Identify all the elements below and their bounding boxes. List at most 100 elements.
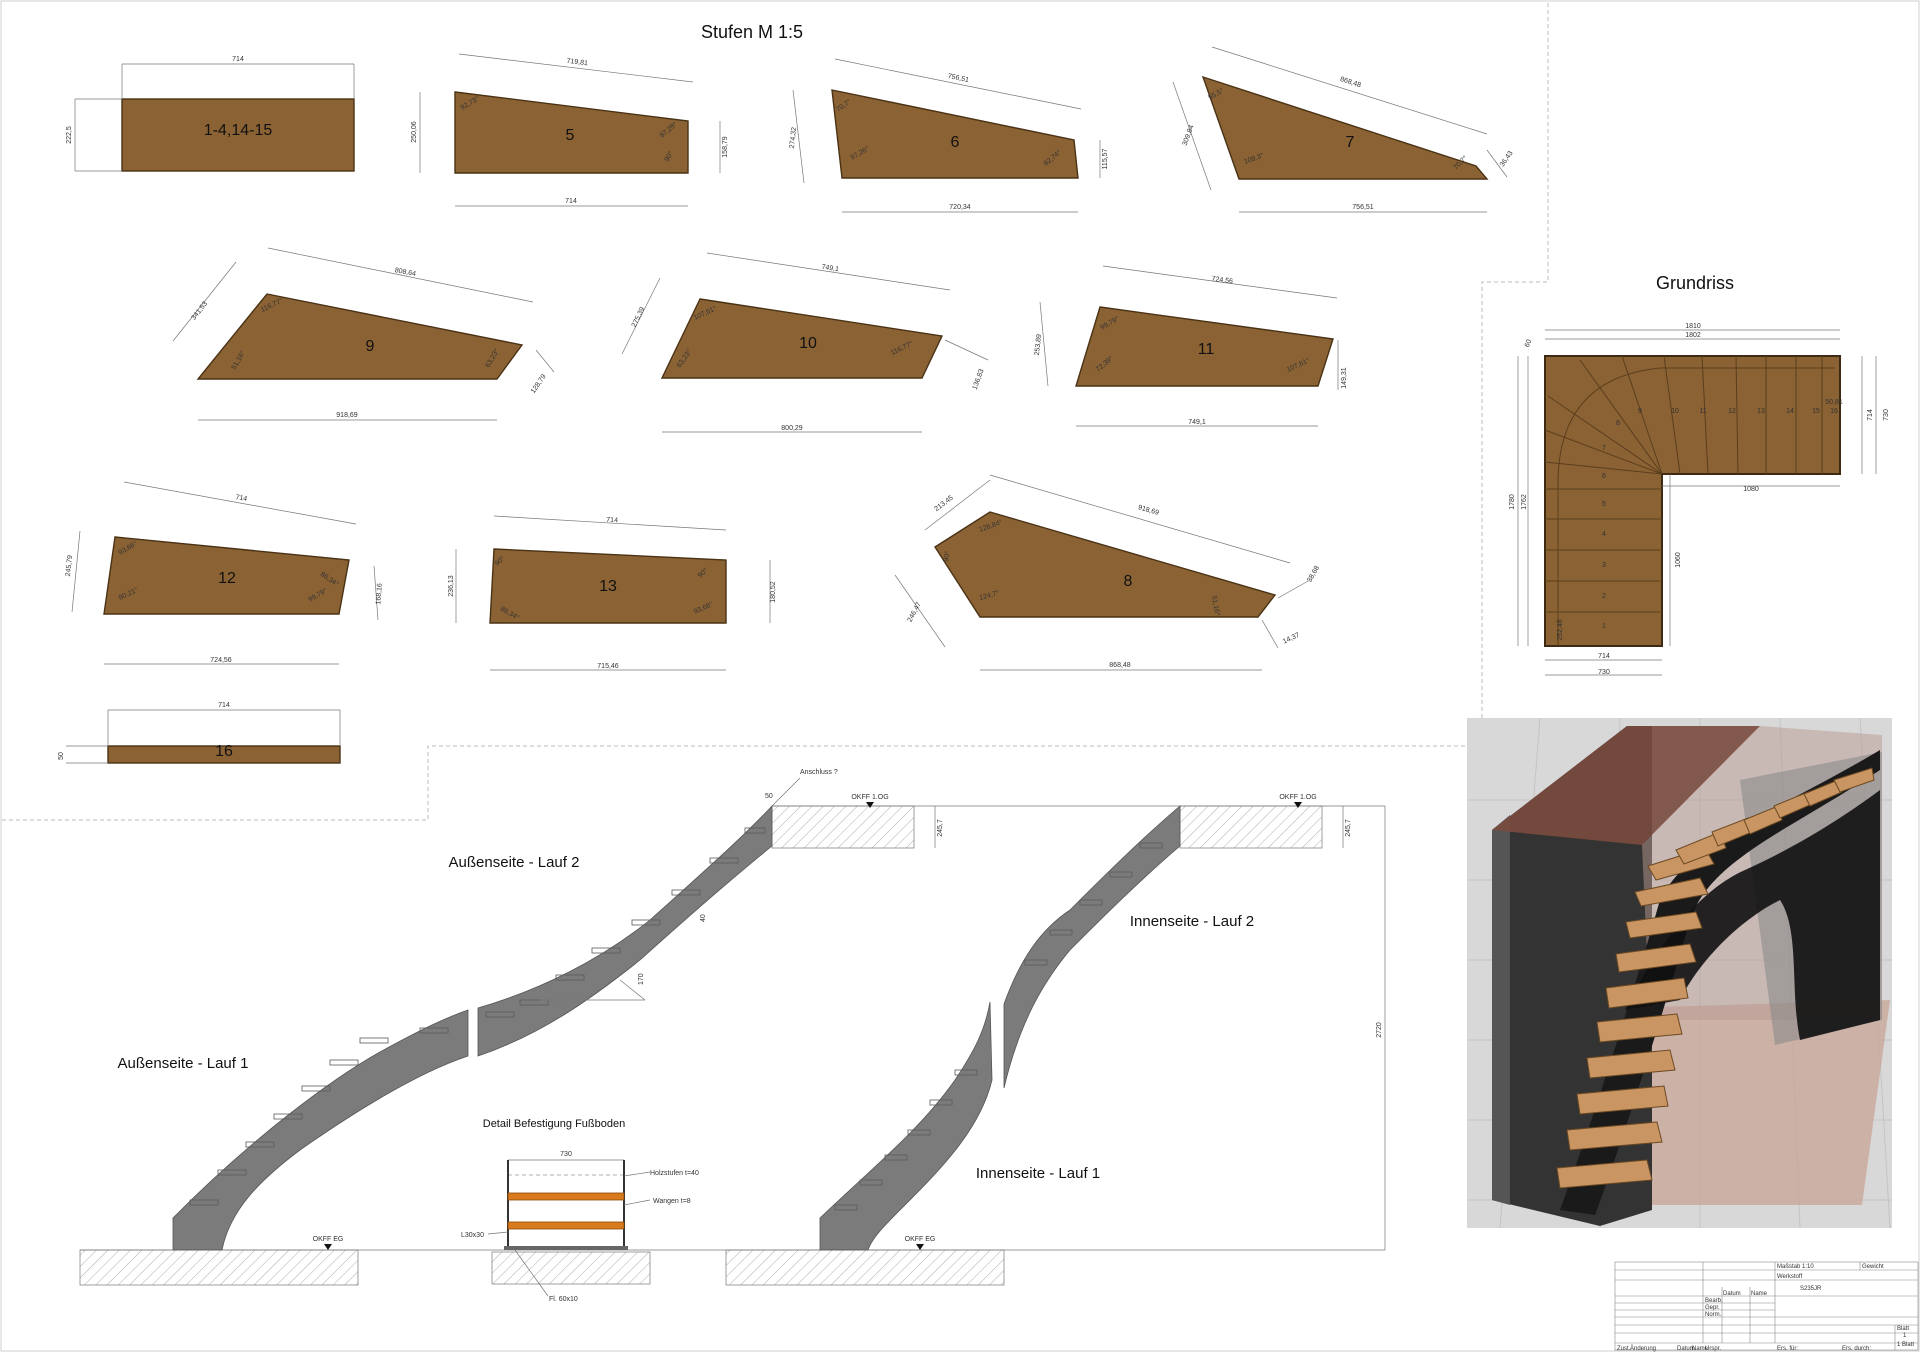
dim-top: 918,69 [1137, 504, 1160, 517]
tb-scale: Maßstab 1:10 [1777, 1264, 1814, 1270]
dim-right: 115,57 [1102, 148, 1109, 169]
dim-left: 222,5 [66, 126, 73, 144]
okff-eg: OKFF EG [313, 1236, 344, 1243]
step-label: 8 [1124, 573, 1133, 590]
floor-hatch [1179, 805, 1323, 849]
step-label: 12 [218, 570, 236, 587]
tb-sheets: 1 Blatt [1897, 1342, 1914, 1348]
plan-number: 3 [1602, 562, 1606, 569]
dim-50: 50 [765, 793, 773, 800]
detail-fixing: Detail Befestigung Fußboden 730 Holzstuf… [461, 1118, 699, 1303]
dim-right: 180,52 [770, 581, 777, 603]
dim-top-left: 213,45 [933, 495, 954, 514]
plan-title: Grundriss [1656, 273, 1734, 293]
step-13: 13 714 236,13 715,46 180,52 90° 86,34° 9… [448, 515, 777, 671]
step-label: 6 [951, 134, 960, 151]
step-label: 5 [566, 127, 575, 144]
dim-bottom: 720,34 [949, 204, 971, 211]
steps-title: Stufen M 1:5 [701, 22, 803, 42]
tb-footer: Datum [1677, 1346, 1695, 1352]
dim-left: 250,06 [411, 121, 418, 143]
dim-right: 38,68 [1306, 565, 1321, 584]
step-7: 7 868,48 309,84 756,51 36,43 55,5° 109,3… [1172, 46, 1515, 213]
step-label: 1-4,14-15 [204, 122, 273, 139]
dim-bottom: 800,29 [781, 425, 803, 432]
plan-dim: 1802 [1685, 332, 1701, 339]
dim-40: 40 [700, 914, 707, 922]
tb-material: S235JR [1800, 1286, 1822, 1292]
dim-right: 158,79 [722, 136, 729, 158]
step-5: 5 719,81 250,06 714 158,79 92,73° 87,28°… [411, 53, 729, 207]
dim-right: 168,16 [375, 583, 383, 605]
dim-bottom: 918,69 [336, 412, 358, 419]
plan-number: 4 [1602, 531, 1606, 538]
floor-hatch [725, 1249, 1005, 1286]
dim-top: 749,1 [821, 264, 839, 274]
stringer-outer-run-2 [477, 804, 773, 1057]
title-block: Maßstab 1:10 Gewicht Werkstoff S235JR Da… [1614, 1261, 1919, 1352]
dim-2457: 245,7 [937, 819, 944, 837]
tb-footer: Urspr. [1705, 1346, 1721, 1352]
tb-material-label: Werkstoff [1777, 1274, 1802, 1280]
detail-width: 730 [560, 1151, 572, 1158]
dim-bottom: 756,51 [1352, 204, 1374, 211]
plan-number: 11 [1699, 408, 1706, 415]
floor-hatch [79, 1249, 359, 1286]
dim-bottom: 714 [565, 198, 577, 205]
dim-left: 309,84 [1182, 124, 1196, 147]
dim-left: 341,53 [190, 300, 209, 321]
plan-number: 6 [1602, 473, 1606, 480]
dim-left: 245,79 [65, 555, 74, 577]
step-10: 10 749,1 275,39 800,29 136,83 107,61° 63… [621, 252, 989, 433]
dim-top: 868,48 [1339, 76, 1362, 89]
okff-og: OKFF 1.OG [851, 794, 888, 801]
plan-dim: 252,46 [1557, 619, 1564, 641]
render-3d [1467, 717, 1892, 1229]
plan-number: 12 [1728, 408, 1736, 415]
step-12: 12 714 245,79 724,56 168,16 93,66° 80,21… [65, 481, 384, 665]
dim-left: 50 [58, 752, 65, 760]
stringer-outer-run-1 [172, 1009, 469, 1251]
dim-2457: 245,7 [1345, 819, 1352, 837]
dim-right: 149,31 [1341, 367, 1348, 389]
dim-top: 808,64 [394, 267, 416, 278]
dim-small: 14,37 [1282, 632, 1301, 646]
step-label: 9 [366, 338, 375, 355]
plan-number: 1 [1602, 623, 1606, 630]
okff-eg: OKFF EG [905, 1236, 936, 1243]
dim-bottom: 868,48 [1109, 662, 1131, 669]
step-label: 10 [799, 335, 817, 352]
plan-dim: 730 [1883, 409, 1890, 421]
label-inner-run-2: Innenseite - Lauf 2 [1130, 913, 1254, 930]
plan-dim: 714 [1867, 409, 1874, 421]
plan-number: 2 [1602, 593, 1606, 600]
plan-dim: 1780 [1509, 494, 1516, 510]
plan-dim: 50,81 [1825, 399, 1843, 406]
detail-title: Detail Befestigung Fußboden [483, 1118, 625, 1130]
tb-row: Gepr. [1705, 1305, 1720, 1311]
tb-footer: Ers. durch: [1842, 1346, 1871, 1352]
tb-footer: Zust. [1617, 1346, 1631, 1352]
step-label: 7 [1346, 134, 1355, 151]
tb-sheet-no: 1 [1903, 1333, 1907, 1339]
dim-top: 756,51 [947, 73, 969, 84]
dim-left: 253,89 [1034, 334, 1043, 356]
floor-hatch [491, 1251, 651, 1285]
plan-number: 16 [1830, 408, 1838, 415]
dim-top: 714 [218, 702, 230, 709]
plan-number: 9 [1638, 408, 1642, 415]
angle: 51,16° [1210, 595, 1221, 617]
dim-right: 36,43 [1499, 150, 1515, 168]
dim-left: 236,13 [448, 575, 455, 597]
plan-number: 10 [1671, 408, 1679, 415]
plan-dim: 1810 [1685, 323, 1701, 330]
dim-left: 246,47 [907, 601, 923, 623]
plan-number: 5 [1602, 501, 1606, 508]
step-9: 9 808,64 341,53 918,69 128,79 116,77° 51… [172, 247, 555, 421]
step-6: 6 756,51 274,32 720,34 115,57 70,7° 97,2… [789, 58, 1109, 213]
step-16: 16 714 50 [58, 702, 341, 764]
tb-sheet-label: Blatt [1897, 1326, 1909, 1332]
dim-top: 714 [235, 494, 248, 503]
tb-row: Bearb. [1705, 1298, 1723, 1304]
